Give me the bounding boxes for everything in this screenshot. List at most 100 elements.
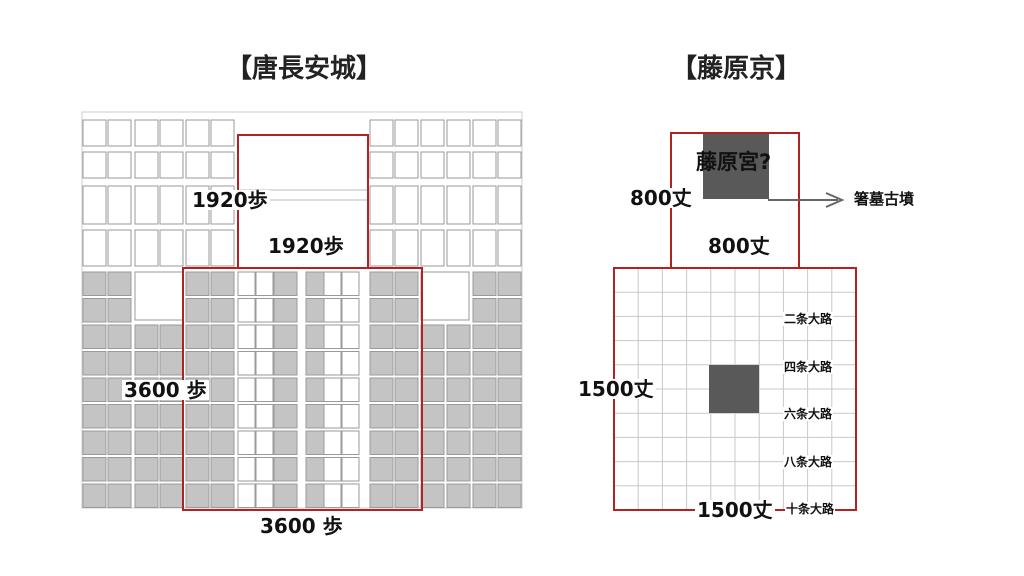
city-block: [82, 324, 107, 349]
city-block: [82, 430, 107, 455]
city-block: [159, 351, 184, 376]
city-block: [107, 457, 132, 482]
city-block: [159, 185, 184, 225]
city-block: [210, 483, 235, 508]
city-block: [185, 151, 210, 179]
city-block: [82, 119, 107, 147]
city-block: [341, 298, 360, 323]
city-block: [446, 457, 471, 482]
city-block: [185, 351, 210, 376]
city-block: [82, 185, 107, 225]
city-block: [82, 151, 107, 179]
city-block: [341, 324, 360, 349]
city-block: [394, 151, 419, 179]
city-block: [446, 185, 471, 225]
city-block: [273, 324, 298, 349]
city-block: [369, 298, 394, 323]
road-label-hachijo: 八条大路: [783, 455, 834, 469]
city-block: [134, 229, 159, 267]
city-block: [341, 457, 360, 482]
fujiwara-palace-height-label: 800丈: [628, 186, 694, 210]
city-block: [159, 404, 184, 429]
city-block: [394, 324, 419, 349]
city-block: [255, 404, 274, 429]
city-block: [255, 457, 274, 482]
city-block: [323, 457, 342, 482]
city-block: [497, 324, 522, 349]
central-palace-block: [709, 365, 759, 413]
city-block: [420, 151, 445, 179]
palace-dark-block: [703, 133, 769, 199]
tomb-arrow: [768, 192, 845, 208]
city-block: [237, 483, 256, 508]
city-block: [82, 457, 107, 482]
city-block: [82, 483, 107, 508]
city-block: [446, 377, 471, 402]
city-block: [255, 430, 274, 455]
city-block: [497, 298, 522, 323]
city-block: [394, 430, 419, 455]
city-block: [446, 151, 471, 179]
city-block: [273, 377, 298, 402]
city-block: [420, 185, 445, 225]
city-block: [82, 404, 107, 429]
city-block: [497, 457, 522, 482]
city-block: [255, 483, 274, 508]
city-block: [472, 430, 497, 455]
arrow-head: [825, 192, 845, 208]
city-block: [134, 151, 159, 179]
city-block: [472, 351, 497, 376]
city-block: [134, 185, 159, 225]
city-block: [107, 483, 132, 508]
city-block: [369, 271, 394, 296]
city-block: [446, 324, 471, 349]
city-block: [497, 271, 522, 296]
changan-palace-width-label: 1920歩: [266, 234, 346, 258]
city-block: [472, 298, 497, 323]
city-block: [210, 377, 235, 402]
city-block: [369, 430, 394, 455]
city-block: [394, 351, 419, 376]
city-block: [185, 430, 210, 455]
city-block: [273, 351, 298, 376]
city-block: [323, 430, 342, 455]
city-block: [255, 271, 274, 296]
city-block: [159, 324, 184, 349]
road-label-rokujo: 六条大路: [783, 407, 834, 421]
city-block: [472, 483, 497, 508]
city-block: [341, 351, 360, 376]
city-block: [446, 119, 471, 147]
city-block: [341, 377, 360, 402]
city-block: [159, 457, 184, 482]
city-block: [107, 404, 132, 429]
city-block: [394, 404, 419, 429]
city-block: [341, 404, 360, 429]
city-block: [237, 324, 256, 349]
hashihaka-tomb-label: 箸墓古墳: [854, 190, 915, 208]
city-block: [82, 377, 107, 402]
city-block: [323, 404, 342, 429]
city-block: [210, 351, 235, 376]
changan-width-label: 3600 歩: [260, 514, 343, 538]
city-block: [159, 483, 184, 508]
city-block: [446, 351, 471, 376]
city-block: [420, 119, 445, 147]
city-block: [341, 430, 360, 455]
city-block: [420, 351, 445, 376]
city-block: [237, 298, 256, 323]
changan-height-label: 3600 歩: [122, 378, 209, 402]
city-block: [472, 119, 497, 147]
city-block: [369, 229, 394, 267]
city-block: [323, 271, 342, 296]
city-block: [497, 151, 522, 179]
road-label-shijo: 四条大路: [783, 360, 834, 374]
city-block: [210, 119, 235, 147]
east-market-block: [134, 271, 184, 321]
city-block: [185, 324, 210, 349]
city-block: [210, 271, 235, 296]
city-block: [323, 324, 342, 349]
city-block: [369, 185, 394, 225]
city-block: [323, 483, 342, 508]
city-block: [185, 271, 210, 296]
